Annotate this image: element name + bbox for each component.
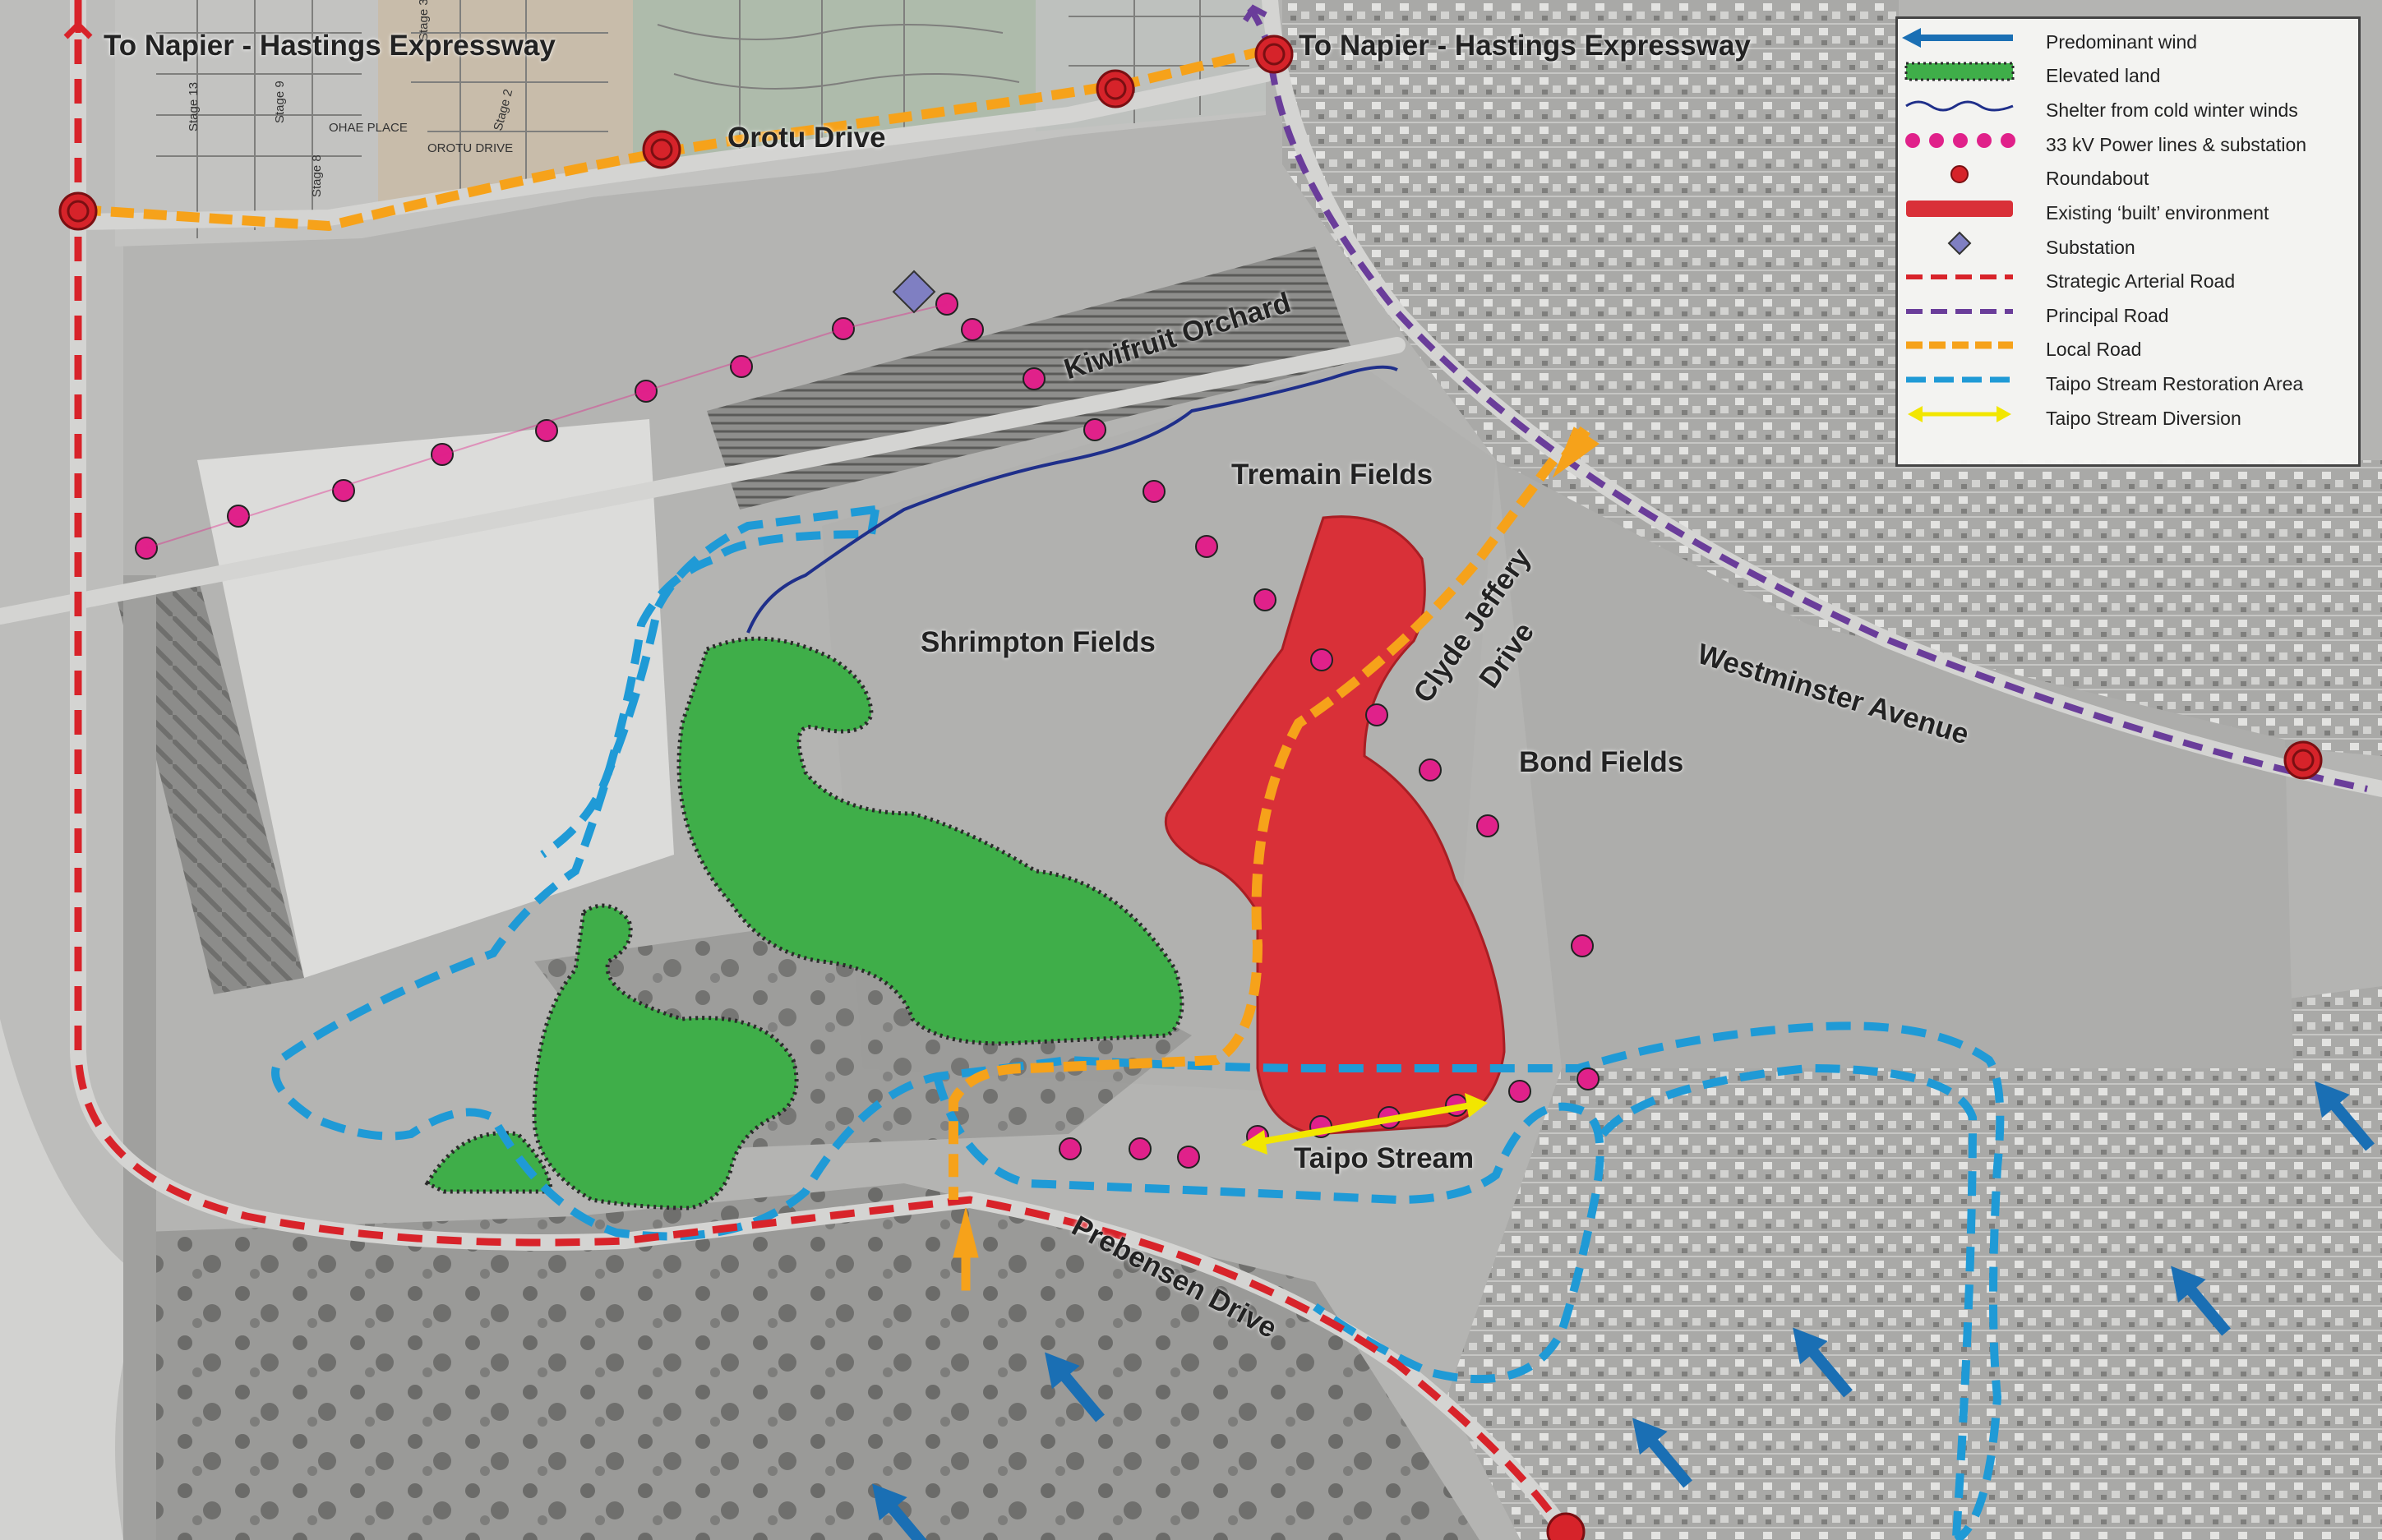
legend-label: Shelter from cold winter winds (2046, 99, 2298, 122)
principal-road-icon (1906, 309, 2013, 314)
restoration-area-icon (1906, 376, 2013, 383)
legend-label: Taipo Stream Diversion (2046, 408, 2241, 430)
legend-row-principal: Principal Road (1898, 299, 2358, 334)
legend-row-diversion: Taipo Stream Diversion (1898, 402, 2358, 436)
local-road-icon (1906, 341, 2013, 349)
label-orotu-drive: Orotu Drive (727, 122, 886, 154)
legend-row-power: 33 kV Power lines & substation (1898, 128, 2358, 163)
legend-label: Elevated land (2046, 65, 2161, 87)
shelter-line (746, 365, 1398, 634)
power-line-dots (135, 293, 1600, 1169)
legend-row-wind: Predominant wind (1898, 25, 2358, 60)
label-to-expressway-west: To Napier - Hastings Expressway (104, 30, 556, 62)
diversion-arrow-icon (1908, 406, 2011, 422)
legend-row-strategic: Strategic Arterial Road (1898, 265, 2358, 299)
southern-hills (123, 1183, 1480, 1540)
legend-label: Roundabout (2046, 168, 2149, 190)
legend-label: Substation (2046, 237, 2135, 259)
ohae-place-label: OHAE PLACE (329, 121, 408, 135)
shelter-line-icon (1905, 100, 2014, 112)
subdivision-labels: Stage 13 Stage 9 Stage 8 Stage 2 Stage 3… (187, 0, 515, 197)
roundabout-icon (1950, 165, 1969, 183)
label-bond-fields: Bond Fields (1519, 746, 1684, 778)
legend-label: Principal Road (2046, 305, 2169, 327)
stage-9-label: Stage 9 (273, 81, 287, 123)
legend-row-shelter: Shelter from cold winter winds (1898, 94, 2358, 128)
legend-label: Existing ‘built’ environment (2046, 202, 2269, 224)
elevated-swatch-icon (1904, 62, 2015, 81)
wind-arrows (872, 1081, 2375, 1540)
wind-arrow-icon (1902, 28, 2013, 48)
residential-area-south-east (1447, 986, 2382, 1540)
taipo-stream-restoration-area (271, 505, 2005, 1540)
label-shrimpton-fields: Shrimpton Fields (921, 626, 1156, 658)
elevated-land (424, 636, 1184, 1210)
legend-label: 33 kV Power lines & substation (2046, 134, 2307, 156)
substation-diamond (892, 270, 936, 314)
legend-row-elevated: Elevated land (1898, 59, 2358, 94)
existing-built-environment (1164, 515, 1506, 1136)
legend-row-restoration: Taipo Stream Restoration Area (1898, 367, 2358, 402)
legend-row-built: Existing ‘built’ environment (1898, 196, 2358, 231)
legend: Predominant wind Elevated land Shelter f… (1895, 16, 2361, 467)
stage-8-label: Stage 8 (310, 154, 324, 197)
legend-row-substation: Substation (1898, 231, 2358, 265)
stage-3-label: Stage 3 (417, 0, 431, 41)
strategic-arterial-road (74, 0, 1573, 1540)
legend-label: Strategic Arterial Road (2046, 270, 2236, 293)
local-road (77, 44, 1558, 1200)
legend-label: Taipo Stream Restoration Area (2046, 373, 2304, 395)
legend-row-local: Local Road (1898, 333, 2358, 367)
built-swatch-icon (1906, 201, 2013, 217)
residential-area-north-east (1282, 0, 2382, 756)
label-tremain-fields: Tremain Fields (1231, 459, 1433, 491)
legend-label: Predominant wind (2046, 31, 2198, 53)
legend-label: Local Road (2046, 339, 2142, 361)
orotu-drive-small-label: OROTU DRIVE (427, 141, 513, 155)
power-dots-icon (1905, 133, 2015, 148)
principal-road (1246, 6, 2368, 792)
taipo-stream-diversion (1241, 1093, 1488, 1155)
local-road-arrows (953, 426, 1600, 1291)
stage-13-label: Stage 13 (187, 82, 201, 131)
label-taipo-stream: Taipo Stream (1294, 1142, 1475, 1174)
roundabouts (58, 35, 2323, 1540)
label-to-expressway-east: To Napier - Hastings Expressway (1299, 30, 1751, 62)
substation-diamond-icon (1947, 231, 1972, 256)
legend-row-roundabout: Roundabout (1898, 162, 2358, 196)
strategic-road-icon (1906, 274, 2013, 279)
